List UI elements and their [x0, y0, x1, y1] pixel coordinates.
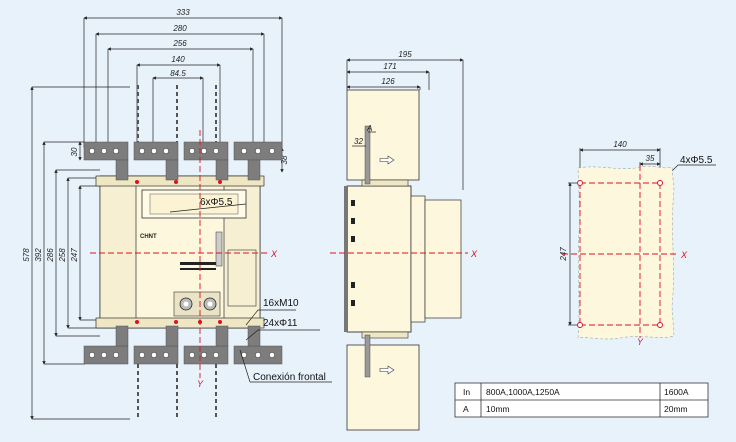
dim-left-5: 247 — [70, 248, 79, 263]
side-axis-x: X — [470, 249, 478, 259]
side-dim-a: A — [366, 124, 372, 133]
dim-38: 38 — [280, 155, 289, 164]
table-cell: 20mm — [664, 404, 688, 414]
table-cell: 800A,1000A,1250A — [486, 387, 560, 397]
side-view: 195 171 126 A 32 X — [330, 50, 478, 431]
front-view: 333 280 256 140 84.5 578 392 286 258 247… — [22, 8, 332, 420]
dim-top-2: 280 — [172, 24, 187, 33]
dim-left-1: 578 — [22, 248, 31, 262]
spec-table: In 800A,1000A,1250A 1600A A 10mm 20mm — [454, 382, 709, 418]
dim-top-4: 140 — [171, 55, 185, 64]
front-axes — [90, 130, 268, 378]
busbars-top — [83, 141, 283, 181]
callout-thread: 16xM10 — [263, 298, 299, 309]
callout-connection: Conexión frontal — [253, 372, 326, 383]
side-dim-2: 171 — [383, 62, 396, 71]
callout-holes-2: 24xΦ11 — [263, 318, 298, 329]
mounting-view: 140 35 4xΦ5.5 247 X Y — [559, 140, 716, 347]
side-dim-3: 126 — [381, 77, 395, 86]
dim-left-2: 392 — [34, 248, 43, 262]
mount-dim-offset: 35 — [646, 154, 655, 163]
table-cell: 10mm — [486, 404, 510, 414]
mount-axis-y: Y — [637, 337, 644, 347]
dim-left-4: 258 — [58, 248, 67, 263]
front-axis-y: Y — [197, 379, 204, 389]
dim-top-5: 84.5 — [170, 69, 186, 78]
front-axis-x: X — [270, 249, 278, 259]
dim-left-3: 286 — [46, 248, 55, 263]
mount-holes-label: 4xΦ5.5 — [680, 155, 713, 166]
mount-axis-x: X — [680, 250, 688, 260]
table-cell: A — [463, 404, 469, 414]
busbars-bottom — [83, 325, 283, 365]
dim-top-1: 333 — [176, 8, 190, 17]
callout-holes: 6xΦ5.5 — [200, 197, 233, 208]
side-dim-1: 195 — [398, 50, 412, 59]
table-cell: In — [463, 387, 470, 397]
dim-top-3: 256 — [172, 39, 187, 48]
brand-logo: CHNT — [140, 234, 157, 240]
side-dim-32: 32 — [354, 137, 363, 146]
table-cell: 1600A — [664, 387, 689, 397]
mount-dim-width: 140 — [613, 140, 627, 149]
dim-30: 30 — [70, 147, 79, 156]
